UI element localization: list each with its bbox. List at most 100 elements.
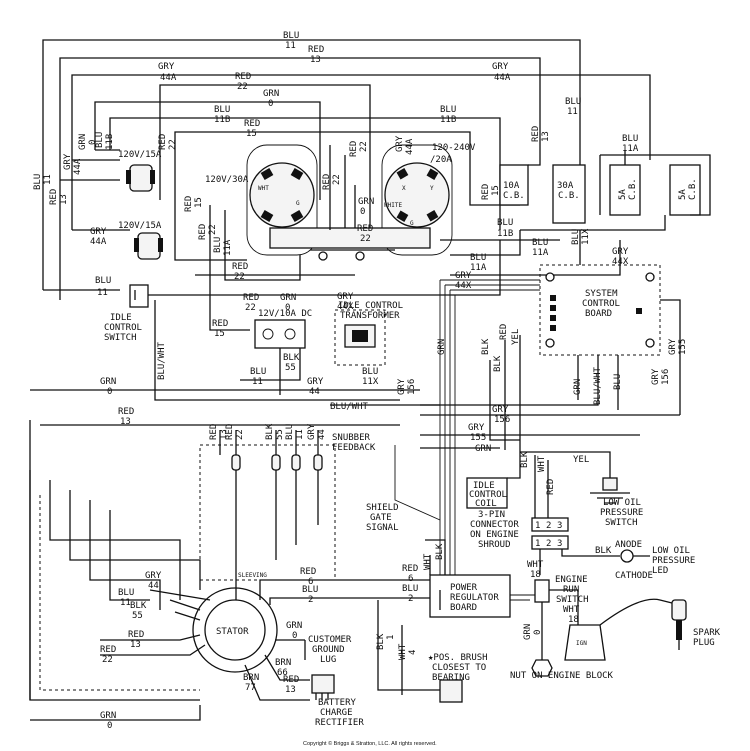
board-label2: CONTROL <box>582 299 620 309</box>
label-brush-wht-num: 4 <box>408 650 418 655</box>
ground-lug-label3: LUG <box>320 655 336 665</box>
label-red13-left-num: 13 <box>120 417 131 427</box>
run-switch-label2: RUN <box>563 585 579 595</box>
label-conn-red22: RED <box>225 424 235 440</box>
label-board-blk2: BLK <box>493 355 503 372</box>
label-blu11-r-num: 11 <box>567 107 578 117</box>
label-stator-red13b-num: 13 <box>285 685 296 695</box>
label-stator-brn77: BRN <box>243 673 259 683</box>
brush-assembly: BLK 1 WHT 4 ★POS. BRUSH CLOSEST TO BEARI… <box>376 600 488 703</box>
connector-gry44 <box>313 454 323 471</box>
ignition-body <box>564 624 606 661</box>
customer-ground-lug: CUSTOMER GROUND LUG <box>304 635 352 665</box>
receptacle-label-amp: /20A <box>430 155 452 165</box>
spark-plug-boot <box>671 599 687 621</box>
label-grn0-idle: GRN <box>280 293 296 303</box>
label-red-13-num: 13 <box>310 55 321 65</box>
label-gry44a-low: GRY <box>90 227 107 237</box>
breaker-5a-2 <box>669 164 701 216</box>
receptacle-label: 120V/15A <box>118 221 162 231</box>
ground-lug-label2: GROUND <box>312 645 345 655</box>
label-gry44x-trans-num: 44X <box>337 302 354 312</box>
left-wire-labels: BLU 11 RED 13 GRY 44A GRN 0 BLU 11B RED … <box>33 132 178 247</box>
nut-on-engine-block: NUT ON ENGINE BLOCK <box>510 645 614 681</box>
receptacle-body <box>129 164 153 192</box>
pin-3: 3 <box>557 521 562 531</box>
rectifier-label2: CHARGE <box>320 708 353 718</box>
receptacle-120v-30a: WHT G 120V/30A <box>205 144 318 256</box>
label-red15: RED <box>184 196 194 212</box>
receptacle-label: 120V/15A <box>118 150 162 160</box>
ground-lug-label: CUSTOMER <box>308 635 352 645</box>
snubber-label: SNUBBER <box>332 433 371 443</box>
board-label: SYSTEM <box>585 289 618 299</box>
pin-g: G <box>296 200 300 207</box>
breaker-10a <box>499 164 529 206</box>
connector-label: 3-PIN <box>478 510 505 520</box>
label-stator-blk: BLK <box>130 601 147 611</box>
nut-label: NUT ON ENGINE BLOCK <box>510 671 614 681</box>
pin-2b: 2 <box>546 539 551 549</box>
label-grn-trans: GRN <box>437 339 447 355</box>
label-red15-num: 15 <box>194 197 204 208</box>
label-gry156-trans: GRY <box>397 378 407 395</box>
label-blu11a: BLU <box>213 237 223 253</box>
stator: STATOR SLEEVING GRY 44 BLU 11 BLK 55 RED… <box>29 470 430 701</box>
nut-icon <box>531 659 553 677</box>
led-label2: PRESSURE <box>652 556 695 566</box>
battery-charge-rectifier: BATTERY CHARGE RECTIFIER <box>311 674 364 728</box>
board-label3: BOARD <box>585 309 612 319</box>
label-blu11a-cb-num: 11A <box>622 144 639 154</box>
idle-switch-body <box>129 284 149 308</box>
pin-y: Y <box>430 185 434 192</box>
label-grn0-engine: GRN <box>523 624 533 640</box>
idle-coil-label2: CONTROL <box>469 490 507 500</box>
label-white: WHITE <box>384 202 402 209</box>
pin-g: G <box>410 220 414 227</box>
label-gry44-dc-num: 44 <box>309 387 320 397</box>
label-reg-blu2: BLU <box>402 584 418 594</box>
label-blu11-idle: BLU <box>95 276 111 286</box>
receptacle-120v-15a-top: 120V/15A <box>118 150 162 192</box>
label-bottom-grn: GRN <box>100 711 116 721</box>
label-stator-brn77-num: 77 <box>245 683 256 693</box>
label-gry-44a-right: GRY <box>492 62 509 72</box>
label-blu-11b-r: BLU <box>440 105 456 115</box>
breaker-30a-cb: C.B. <box>558 191 580 201</box>
label-grn0-idle-num: 0 <box>285 303 290 313</box>
label-grn0-left: GRN <box>100 377 116 387</box>
label-blu-wht-left: BLU/WHT <box>157 341 167 380</box>
label-conn-gry44: GRY <box>307 423 317 440</box>
breaker-30a <box>552 164 586 224</box>
label-yel-oil: YEL <box>573 455 589 465</box>
label-grn0: GRN <box>358 197 374 207</box>
label-board-gry156-num: 156 <box>661 369 671 385</box>
shield-gate-signal: SHIELD GATE SIGNAL <box>366 445 441 533</box>
board-wire-labels: BLK BLK RED YEL GRN BLU/WHT BLU GRY 156 … <box>481 324 688 405</box>
label-left-gry-num: 44A <box>73 158 83 175</box>
label-board-grn: GRN <box>573 379 583 395</box>
label-gry44x-num: 44X <box>612 257 629 267</box>
label-grn0-num: 0 <box>360 207 365 217</box>
label-red-15-num: 15 <box>246 129 257 139</box>
sleeving-label: SLEEVING <box>238 572 267 579</box>
label-red13-left: RED <box>118 407 134 417</box>
label-board-blu: BLU <box>613 374 623 390</box>
label-gry156: GRY <box>492 405 509 415</box>
circuit-breakers: 10A C.B. 30A C.B. 5A C.B. 5A C.B. <box>499 140 711 265</box>
label-coil-wht: WHT <box>537 455 547 472</box>
led-cathode: CATHODE <box>615 571 653 581</box>
regulator-body <box>429 574 511 618</box>
label-red13-r-num: 13 <box>541 131 551 142</box>
oil-switch-label2: PRESSURE <box>600 508 643 518</box>
connector-blk55 <box>271 454 281 471</box>
transformer-label2: TRANSFORMER <box>340 311 400 321</box>
pin-3b: 3 <box>557 539 562 549</box>
label-gry44a-num: 44A <box>405 138 415 155</box>
bus-bar <box>269 227 431 249</box>
brush-holder <box>439 679 463 703</box>
label-red22-idle-num: 22 <box>245 303 256 313</box>
stator-outer <box>192 587 278 673</box>
label-red15-dc: RED <box>212 319 228 329</box>
receptacle-frame <box>246 144 318 256</box>
